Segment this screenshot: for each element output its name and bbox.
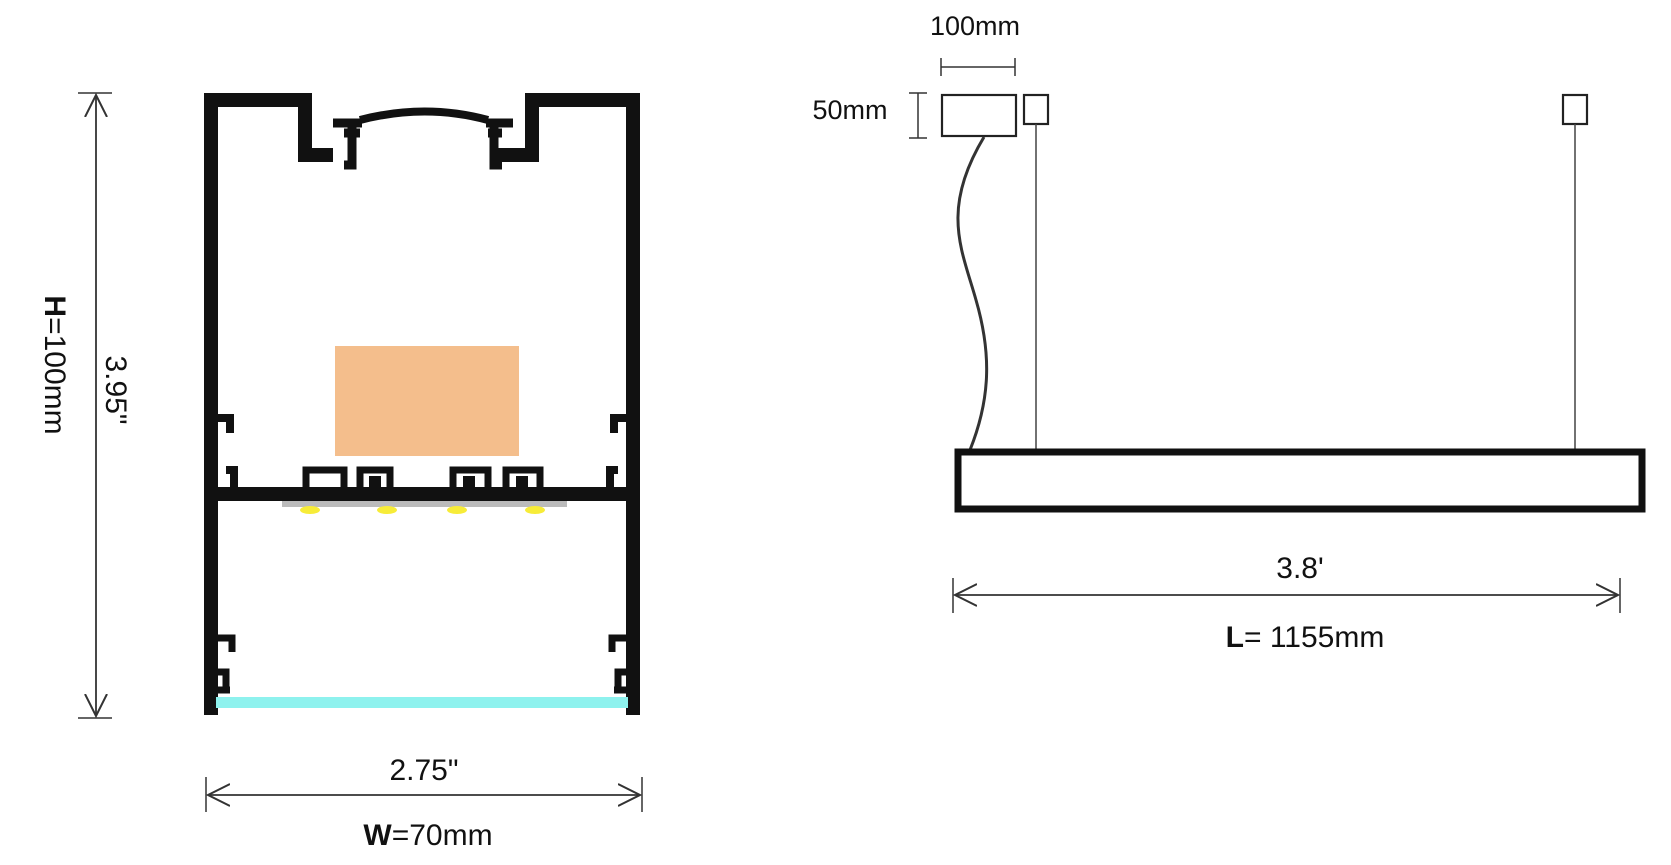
led-chip-4: [525, 506, 545, 514]
top-clip-right: [486, 118, 513, 170]
right-small-tab: [606, 466, 618, 488]
cross-section-view: H=100mm 3.95": [38, 92, 643, 852]
width-inch-label: 2.75": [389, 754, 458, 787]
driver-height-dimension: 50mm: [812, 92, 927, 139]
aluminum-profile: [204, 93, 640, 715]
profile-outer-wall: [204, 93, 640, 715]
power-cord: [956, 136, 989, 451]
length-ft-label: 3.8': [1276, 552, 1323, 585]
length-metric-label: L= 1155mm: [1226, 621, 1385, 654]
top-clip-left: [333, 118, 362, 170]
ceiling-canopy-left: [1022, 93, 1050, 126]
height-metric-label: H=100mm: [38, 295, 71, 434]
height-inch-label: 3.95": [99, 355, 132, 424]
screw-bracket-mid-right: [449, 466, 492, 488]
ceiling-canopy-right: [1561, 93, 1589, 126]
screw-bracket-mid-left: [356, 466, 394, 488]
width-metric-label: W=70mm: [363, 819, 492, 852]
top-clip-arc: [358, 107, 490, 124]
left-mid-hook: [215, 414, 234, 433]
led-chips: [300, 506, 545, 514]
driver-width-label: 100mm: [930, 11, 1020, 41]
led-strip-board: [282, 501, 567, 507]
linear-fixture-body: [954, 448, 1646, 513]
led-mount-screws: [302, 466, 544, 488]
diffuser-lens: [216, 697, 628, 708]
right-diffuser-clip-bottom: [614, 668, 629, 694]
led-chip-2: [377, 506, 397, 514]
led-driver-block: [335, 346, 519, 456]
driver-height-label: 50mm: [812, 95, 887, 125]
pendant-side-view: 100mm 50mm 3.8' L= 1155mm: [812, 11, 1646, 654]
top-clip: [333, 107, 513, 170]
diffuser-clips: [215, 634, 629, 694]
right-diffuser-clip-top: [608, 634, 629, 652]
screw-bracket-right: [502, 466, 544, 488]
left-diffuser-clip-top: [215, 634, 236, 652]
right-mid-hook: [610, 414, 629, 433]
screw-bracket-left: [302, 466, 348, 488]
left-small-tab: [226, 466, 238, 488]
led-chip-1: [300, 506, 320, 514]
width-dimension: 2.75" W=70mm: [205, 754, 643, 852]
length-dimension: 3.8' L= 1155mm: [952, 552, 1621, 654]
left-diffuser-clip-bottom: [215, 668, 230, 694]
height-dimension: H=100mm 3.95": [38, 92, 132, 719]
mid-hooks: [215, 414, 629, 488]
driver-width-dimension: 100mm: [930, 11, 1020, 76]
led-chip-3: [447, 506, 467, 514]
driver-box: [940, 93, 1018, 138]
